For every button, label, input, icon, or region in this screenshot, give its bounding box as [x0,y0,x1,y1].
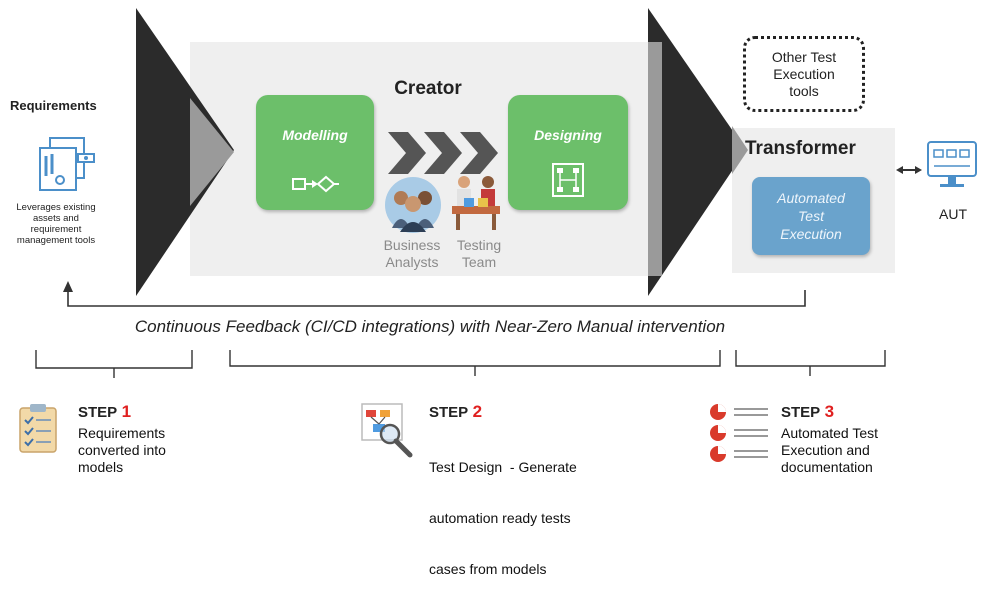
modelling-label: Modelling [282,127,348,143]
step-label: STEP [78,404,118,421]
left-dark-triangle [136,8,234,296]
step-line: Execution and [781,442,870,458]
other-tools-box: Other Test Execution tools [743,36,865,112]
step-line: models [78,459,124,475]
step-line: Requirements [78,425,166,441]
step-1: STEP 1 Requirements converted into model… [78,402,238,476]
business-analysts-label: Business Analysts [372,237,452,271]
aut-label: AUT [939,206,967,222]
designing-box: Designing [508,95,628,210]
step-label: STEP [429,404,469,421]
design-magnifier-icon [361,403,413,458]
requirements-title: Requirements [10,98,97,113]
step-2-desc: Test Design - Generate automation ready … [429,425,629,612]
step-line: Automated Test [781,425,879,441]
requirements-description: Leverages existing assets and requiremen… [6,202,106,246]
flowchart-icon [552,163,584,197]
step-line: documentation [781,459,873,475]
feedback-arrowhead [63,281,73,292]
step-number: 2 [472,402,483,421]
model-flow-icon [292,175,339,193]
chevron-1 [388,132,426,174]
automated-test-execution-box: Automated Test Execution [752,177,870,255]
req-desc-line: requirement [30,224,82,235]
step-3: STEP 3 Automated Test Execution and docu… [781,402,931,476]
bracket-step3 [735,350,886,376]
req-desc-line: Leverages existing [16,202,96,213]
step-1-desc: Requirements converted into models [78,425,238,476]
right-gray-strip [648,42,662,276]
step-number: 3 [824,402,835,421]
creator-title: Creator [394,78,462,99]
ate-line: Automated [777,190,845,206]
right-gray-triangle [732,126,748,174]
step-label: STEP [781,404,821,421]
documents-icon [39,137,95,191]
other-tools-line: Other Test [771,49,837,65]
step-line: cases from models [429,561,547,577]
testing-team-label: Testing Team [444,237,514,271]
bracket-step1 [35,350,193,378]
other-tools-line: tools [789,83,819,99]
tt-line: Team [461,254,497,270]
step-number: 1 [121,402,132,421]
feedback-line [67,288,806,307]
ate-line: Execution [780,226,842,242]
designing-label: Designing [534,127,602,143]
people-group-icon [385,177,441,233]
feedback-text: Continuous Feedback (CI/CD integrations)… [134,317,726,336]
modelling-box: Modelling [256,95,374,210]
step-3-heading: STEP 3 [781,402,931,422]
step-1-heading: STEP 1 [78,402,238,422]
ate-line: Test [798,208,824,224]
team-meeting-icon [452,176,500,230]
step-3-desc: Automated Test Execution and documentati… [781,425,931,476]
right-dark-triangle [648,8,746,296]
ba-line: Business [383,237,441,253]
step-line: Test Design - Generate [429,459,577,475]
req-desc-line: assets and [33,213,79,224]
clipboard-checklist-icon [19,404,57,453]
tt-line: Testing [456,237,502,253]
step-line: converted into [78,442,166,458]
req-desc-line: management tools [16,235,96,246]
stage-arrows [35,8,922,378]
pie-list-icon [710,404,768,462]
transformer-title: Transformer [745,138,856,159]
bracket-step2 [229,350,721,376]
step-2-heading: STEP 2 [429,402,629,422]
step-2: STEP 2 Test Design - Generate automation… [429,402,629,612]
chevron-3 [460,132,498,174]
ba-line: Analysts [385,254,439,270]
left-gray-triangle [190,98,234,206]
monitor-icon [927,141,977,187]
step-line: automation ready tests [429,510,571,526]
chevron-2 [424,132,462,174]
other-tools-line: Execution [773,66,835,82]
